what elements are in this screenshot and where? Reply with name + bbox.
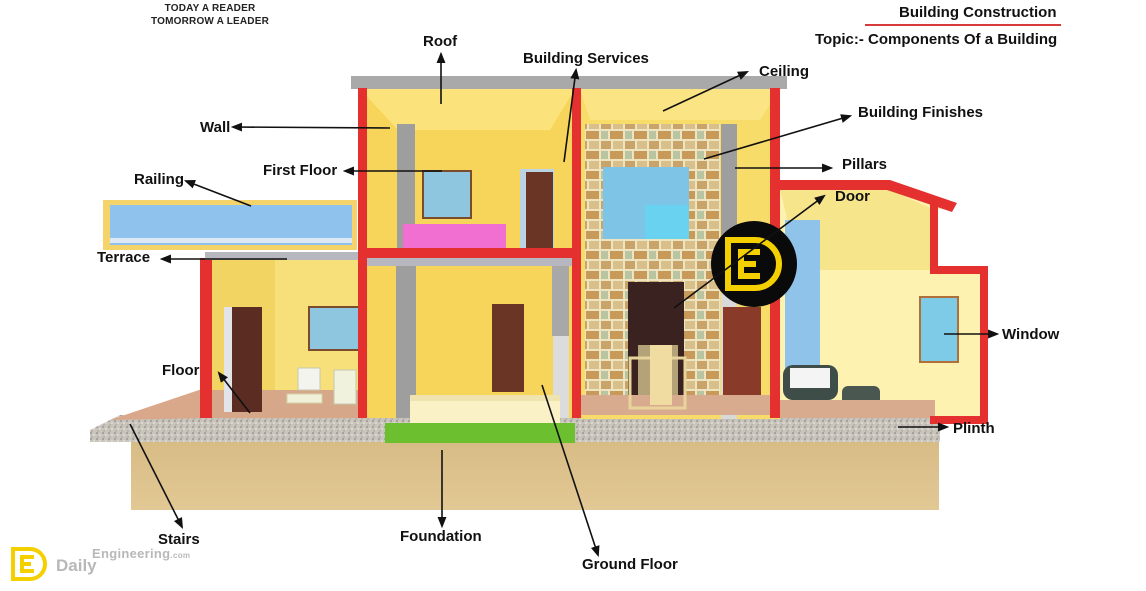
foundation-soil: [131, 442, 939, 510]
label-building-services: Building Services: [523, 50, 649, 67]
annex-window: [919, 296, 959, 363]
label-door: Door: [835, 188, 870, 205]
left-door: [230, 307, 262, 412]
label-wall: Wall: [200, 119, 231, 136]
brand-engineering: Engineering.com: [92, 546, 191, 561]
annex-roof: [775, 180, 957, 212]
label-ground-floor: Ground Floor: [582, 556, 678, 573]
railing-leader: [183, 180, 252, 207]
floor-leader: [217, 371, 251, 414]
door-leader: [673, 194, 826, 309]
de-logo-badge: [711, 221, 797, 307]
subject-underline: [865, 24, 1061, 26]
first-floor-window: [422, 170, 472, 219]
brand-daily: Daily: [56, 556, 97, 575]
de-logo-icon: [11, 547, 47, 581]
pink-bed: [403, 224, 506, 248]
brand-watermark: Engineering.com Daily: [8, 546, 208, 586]
roof-slab: [351, 76, 787, 89]
right-door: [723, 307, 761, 410]
label-pillars: Pillars: [842, 156, 888, 173]
first-floor-door: [526, 172, 553, 248]
subject-title: Building Construction: [899, 4, 1057, 21]
label-window: Window: [1002, 326, 1060, 343]
label-roof: Roof: [423, 33, 458, 50]
first-floor-pillar: [397, 124, 415, 250]
label-terrace: Terrace: [97, 249, 151, 266]
label-building-finishes: Building Finishes: [858, 104, 984, 121]
building-services-leader: [563, 67, 580, 163]
grass: [385, 423, 575, 443]
wall-leader: [230, 122, 391, 132]
label-ceiling: Ceiling: [759, 63, 810, 80]
label-railing: Railing: [134, 171, 185, 188]
label-plinth: Plinth: [953, 420, 995, 437]
tagline-line-1: TODAY A READER: [164, 3, 256, 14]
label-foundation: Foundation: [400, 528, 482, 545]
left-window: [308, 306, 360, 351]
building-finishes-leader: [703, 114, 853, 160]
ground-floor-leader: [541, 384, 600, 558]
topic-title: Topic:- Components Of a Building: [815, 31, 1058, 48]
tagline: TODAY A READER TOMORROW A LEADER: [140, 2, 280, 28]
tagline-line-2: TOMORROW A LEADER: [150, 16, 270, 27]
label-first-floor: First Floor: [263, 162, 338, 179]
label-floor: Floor: [162, 362, 200, 379]
label-stairs: Stairs: [158, 531, 200, 548]
stairs-leader: [129, 423, 184, 529]
ceiling-leader: [662, 71, 750, 112]
ground-pillar-left: [396, 266, 416, 418]
ground-center-door: [492, 304, 524, 392]
